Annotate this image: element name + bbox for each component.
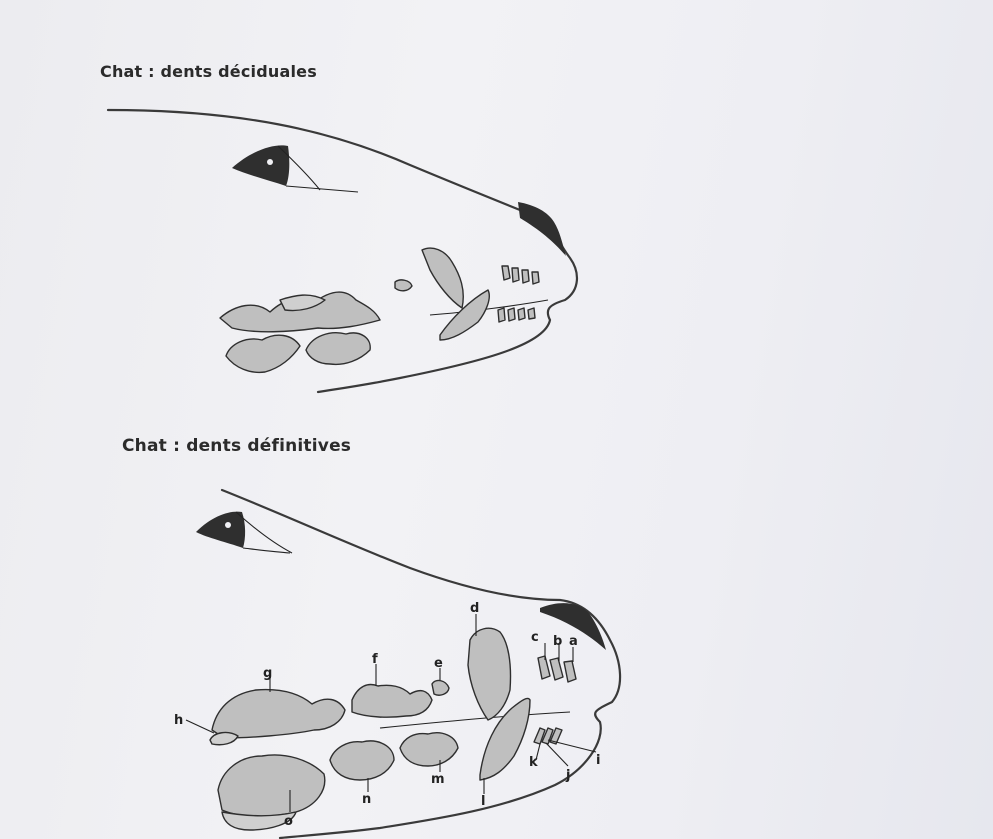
tooth-g: [212, 690, 345, 738]
label-i: i: [596, 753, 600, 768]
label-k: k: [529, 755, 538, 770]
tooth-o: [218, 755, 325, 816]
deciduous-eye: [232, 145, 358, 192]
label-l: l: [481, 794, 485, 809]
deciduous-nose: [518, 202, 566, 256]
upper-incisors: [538, 656, 576, 682]
tooth-f: [352, 685, 432, 718]
label-m: m: [431, 772, 445, 787]
permanent-eye: [196, 512, 292, 553]
label-n: n: [362, 792, 371, 807]
tooth-n: [330, 741, 394, 780]
tooth-h: [210, 733, 238, 745]
label-g: g: [263, 666, 272, 681]
label-j: j: [565, 768, 570, 783]
lower-incisors: [534, 728, 562, 744]
deciduous-teeth: [220, 248, 539, 372]
label-o: o: [284, 814, 293, 829]
permanent-skull-diagram: a b c d e f g h i j k l m n o: [174, 490, 620, 838]
label-f: f: [372, 652, 378, 667]
label-h: h: [174, 713, 183, 728]
tooth-e: [432, 681, 449, 696]
tooth-d-upper-canine: [468, 628, 511, 720]
label-a: a: [569, 634, 578, 649]
tooth-m: [400, 733, 458, 766]
label-d: d: [470, 601, 479, 616]
label-c: c: [531, 630, 539, 645]
label-e: e: [434, 656, 443, 671]
label-b: b: [553, 634, 562, 649]
deciduous-skull-diagram: [108, 110, 577, 392]
